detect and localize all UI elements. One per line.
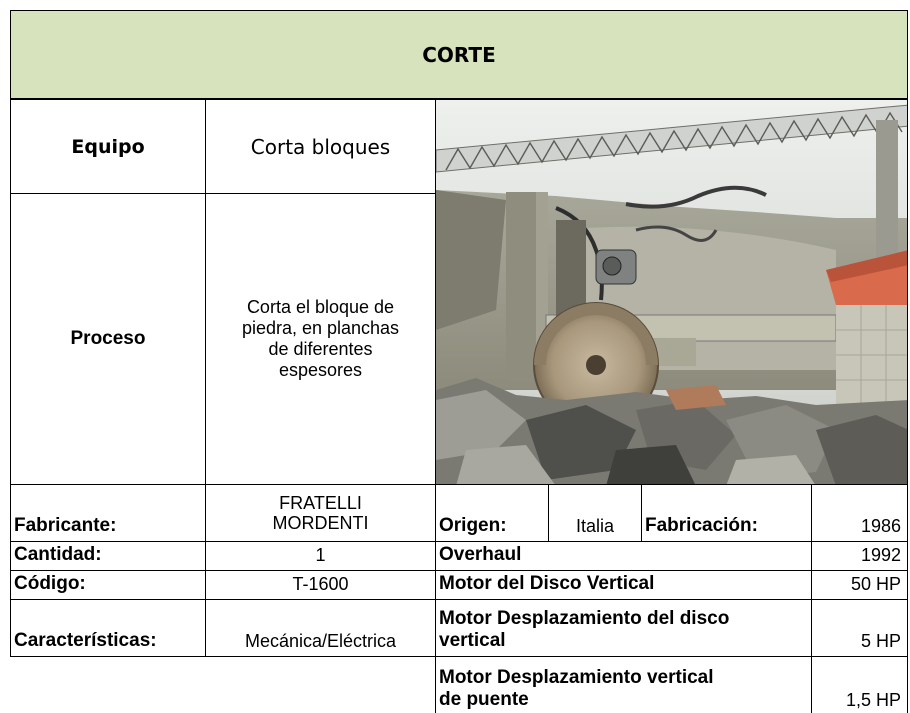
fabricante-label: Fabricante:	[10, 484, 206, 542]
motor-desp-puente-value: 1,5 HP	[811, 656, 908, 713]
codigo-label: Código:	[10, 570, 206, 600]
motor-desp-disco-label: Motor Desplazamiento del disco vertical	[435, 599, 812, 657]
fabricante-value: FRATELLI MORDENTI	[205, 484, 436, 542]
equipo-value: Corta bloques	[205, 99, 436, 194]
motor-disco-value: 50 HP	[811, 570, 908, 600]
overhaul-value: 1992	[811, 541, 908, 571]
codigo-value: T-1600	[205, 570, 436, 600]
cantidad-value: 1	[205, 541, 436, 571]
stone-block-cutting-machine-photo-icon	[436, 100, 907, 484]
proceso-line: de diferentes	[268, 339, 373, 359]
origen-value: Italia	[548, 484, 642, 542]
caracteristicas-value: Mecánica/Eléctrica	[205, 599, 436, 657]
cantidad-label: Cantidad:	[10, 541, 206, 571]
equipo-label: Equipo	[10, 99, 206, 194]
caracteristicas-label: Características:	[10, 599, 206, 657]
overhaul-label: Overhaul	[435, 541, 812, 571]
proceso-value: Corta el bloque de piedra, en planchas d…	[205, 193, 436, 485]
fabricante-line: MORDENTI	[272, 513, 369, 533]
motor-desp-puente-line: Motor Desplazamiento vertical	[439, 667, 714, 688]
motor-disco-label: Motor del Disco Vertical	[435, 570, 812, 600]
table-title: CORTE	[10, 10, 908, 99]
motor-desp-puente-label: Motor Desplazamiento vertical de puente	[435, 656, 812, 713]
fabricacion-value: 1986	[811, 484, 908, 542]
proceso-line: piedra, en planchas	[241, 318, 400, 338]
fabricacion-label: Fabricación:	[641, 484, 812, 542]
motor-desp-disco-line: vertical	[439, 630, 506, 651]
proceso-label: Proceso	[10, 193, 206, 485]
motor-desp-disco-value: 5 HP	[811, 599, 908, 657]
origen-label: Origen:	[435, 484, 549, 542]
motor-desp-puente-line: de puente	[439, 689, 529, 710]
machine-photo	[435, 99, 908, 485]
proceso-line: espesores	[278, 360, 363, 380]
fabricante-line: FRATELLI	[279, 493, 362, 513]
motor-desp-disco-line: Motor Desplazamiento del disco	[439, 608, 730, 629]
proceso-line: Corta el bloque de	[246, 297, 395, 317]
